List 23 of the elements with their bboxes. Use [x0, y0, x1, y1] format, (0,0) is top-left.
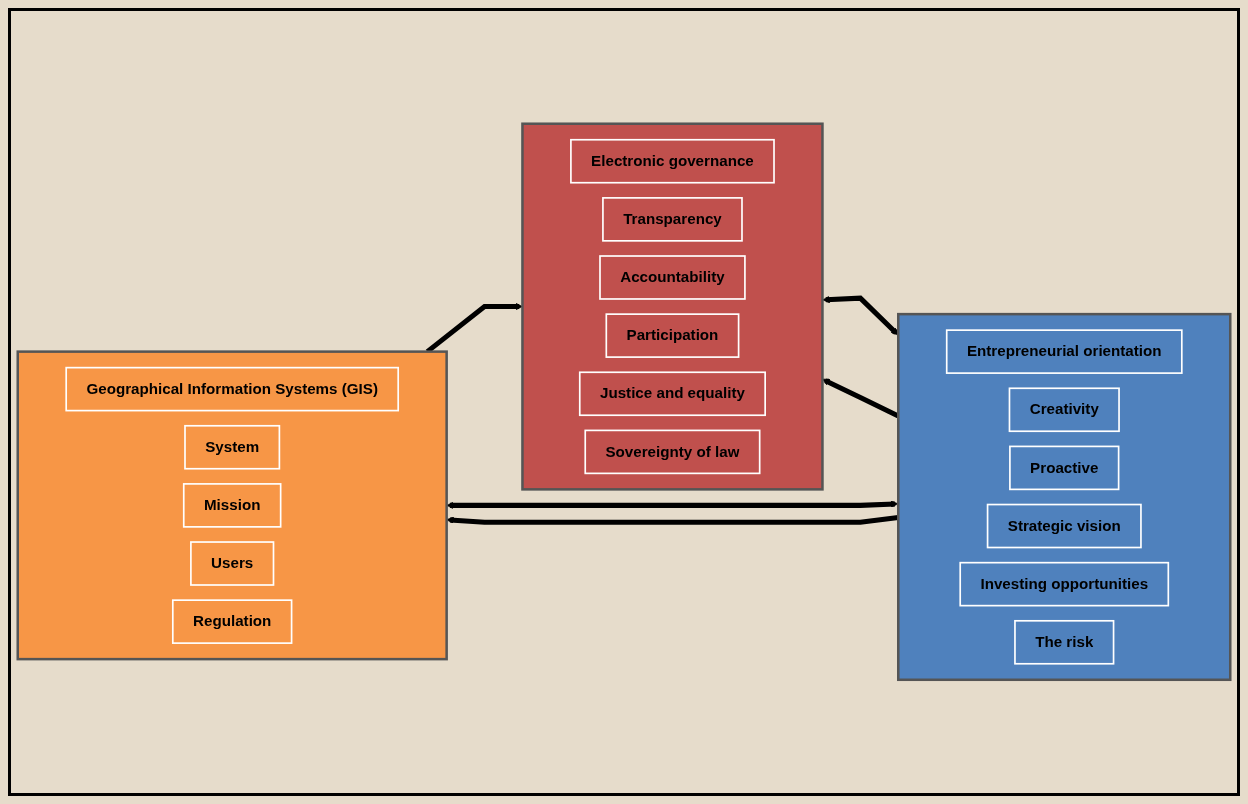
- arrow: [822, 295, 899, 336]
- node-box: Accountability: [599, 255, 746, 301]
- node-box: The risk: [1014, 620, 1115, 665]
- node-box: Justice and equality: [578, 371, 766, 417]
- node-box: Regulation: [171, 599, 293, 645]
- node-box: Proactive: [1009, 445, 1120, 491]
- node-box: Strategic vision: [986, 503, 1142, 549]
- node-box: System: [184, 425, 281, 470]
- node-box: Users: [190, 541, 275, 587]
- arrow: [446, 500, 899, 510]
- node-box: Geographical Information Systems (GIS): [65, 367, 400, 412]
- node-box: Transparency: [602, 197, 743, 242]
- node-box: Mission: [182, 483, 282, 528]
- arrow: [446, 515, 899, 525]
- cluster: [16, 350, 448, 661]
- cluster: [521, 122, 824, 491]
- node-box: Entrepreneurial orientation: [945, 329, 1183, 375]
- node-box: Investing opportunities: [959, 562, 1170, 607]
- cluster: [897, 313, 1232, 682]
- node-box: Electronic governance: [570, 139, 775, 184]
- node-box: Participation: [605, 313, 740, 359]
- node-box: Creativity: [1008, 387, 1120, 433]
- node-box: Sovereignty of law: [584, 429, 761, 475]
